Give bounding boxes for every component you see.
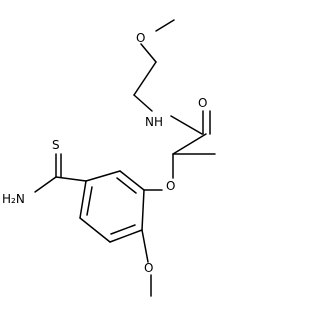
atom-amide-o: O [198, 96, 207, 110]
ring-bond-6 [141, 189, 145, 231]
bond-carbonyl-alpha [172, 133, 207, 155]
ring-inner-bond-1 [116, 177, 137, 194]
ring-bond-3 [79, 180, 87, 219]
atom-thioamide-nh2: H₂N [2, 192, 25, 206]
ring-bond-2 [85, 170, 121, 182]
ring-bond-5 [109, 229, 143, 243]
bond-thioamide-c-n [34, 176, 57, 193]
bond-ch2-ch2 [133, 61, 157, 96]
bond-o-top-ch2 [140, 43, 157, 63]
atom-thioamide-s: S [52, 138, 60, 152]
structure-diagram: O O NH O S H₂N O [2, 19, 216, 297]
bond-nh-carbonyl-c [170, 115, 203, 135]
bond-ring-thioamide-c [55, 176, 87, 182]
bond-ring-methoxy-o [141, 229, 149, 263]
atom-methoxy-o: O [144, 261, 153, 275]
atom-amide-nh: NH [145, 115, 163, 129]
ring-bond-1 [119, 170, 145, 191]
atom-labels: O O NH O S H₂N O [2, 31, 207, 275]
bond-methyl-o-top [155, 19, 175, 32]
ring-inner-bond-3 [110, 224, 136, 235]
atom-o-top: O [136, 31, 145, 45]
bonds [34, 19, 216, 297]
atom-ether-o: O [166, 179, 175, 193]
bond-ch2-nh [133, 94, 153, 112]
ring-bond-4 [79, 217, 111, 243]
ring-inner-bond-2 [86, 186, 93, 216]
